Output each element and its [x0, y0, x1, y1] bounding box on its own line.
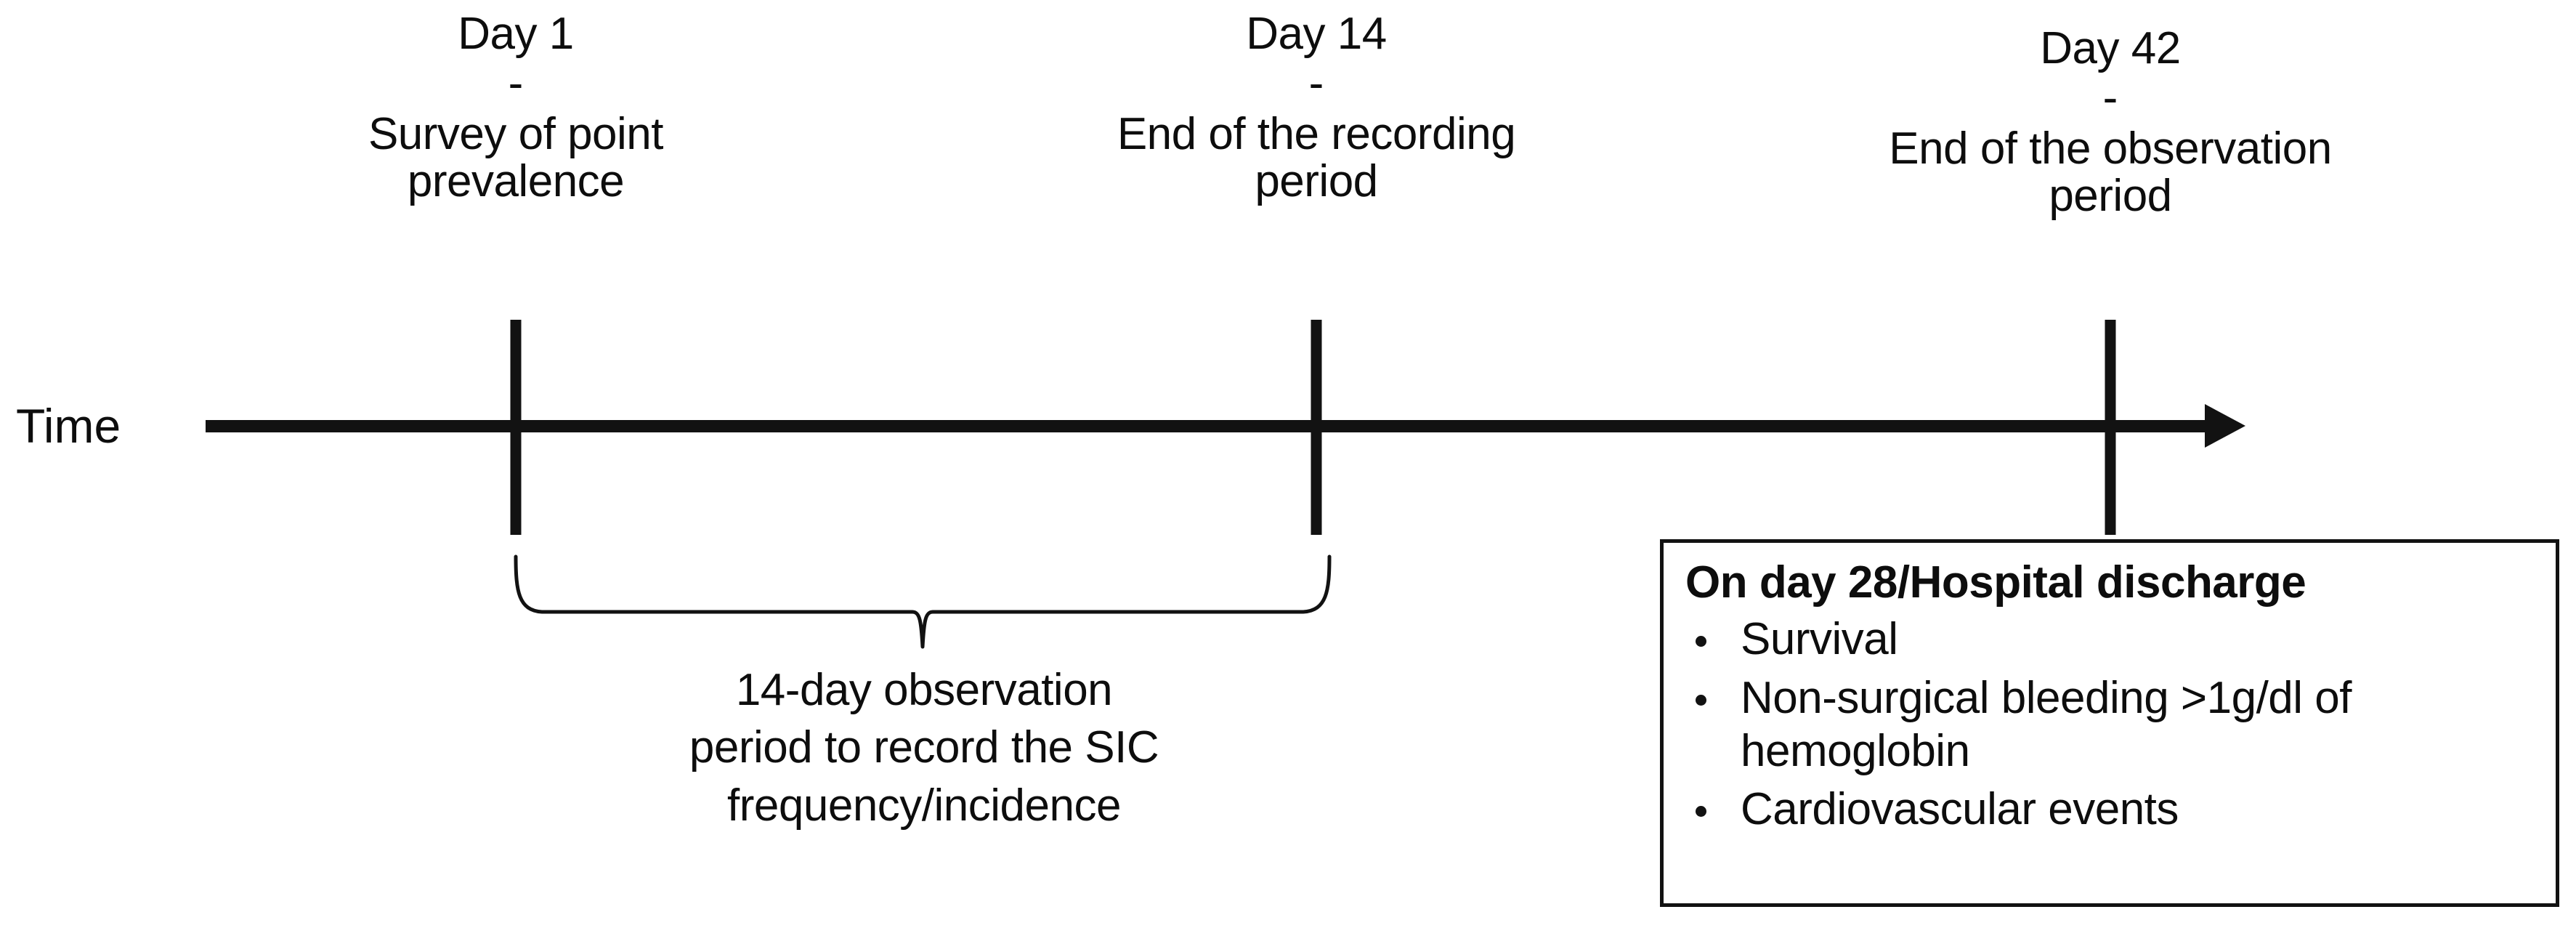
milestone-day-1: Day 1 - Survey of point prevalence [312, 10, 719, 206]
milestone-day-42-separator: - [2102, 72, 2118, 123]
observation-period-brace [514, 554, 1332, 649]
outcomes-list-item-cardiovascular-label: Cardiovascular events [1741, 784, 2179, 835]
tick-day-1 [510, 320, 522, 535]
outcomes-list: Survival Non-surgical bleeding >1g/dl of… [1685, 613, 2537, 836]
milestone-day-1-day: Day 1 [458, 9, 574, 59]
milestone-day-1-description-line-1: Survey of point [368, 108, 664, 159]
outcomes-box: On day 28/Hospital discharge Survival No… [1660, 539, 2559, 907]
milestone-day-14: Day 14 - End of the recording period [1048, 10, 1585, 206]
observation-period-caption-line-2: period to record the SIC [689, 722, 1159, 773]
milestone-day-42-description-line-2: period [2049, 171, 2172, 222]
milestone-day-1-description-line-2: prevalence [407, 156, 625, 207]
outcomes-box-title: On day 28/Hospital discharge [1685, 557, 2306, 608]
milestone-day-42-day: Day 42 [2040, 23, 2181, 73]
milestone-day-14-separator: - [1308, 57, 1324, 108]
milestone-day-14-description-line-1: End of the recording [1117, 108, 1516, 159]
milestone-day-42: Day 42 - End of the observation period [1805, 25, 2415, 220]
bullet-icon [1696, 636, 1706, 647]
observation-period-caption: 14-day observation period to record the … [561, 661, 1287, 834]
outcomes-list-item-bleeding: Non-surgical bleeding >1g/dl of hemoglob… [1685, 672, 2537, 778]
milestone-day-14-description-line-2: period [1255, 156, 1378, 207]
outcomes-list-item-bleeding-label: Non-surgical bleeding >1g/dl of hemoglob… [1741, 672, 2352, 776]
time-axis-line [206, 420, 2208, 432]
milestone-day-42-description-line-1: End of the observation [1889, 123, 2332, 174]
outcomes-list-item-survival: Survival [1685, 613, 2537, 666]
observation-period-caption-line-3: frequency/incidence [727, 780, 1121, 831]
outcomes-list-item-survival-label: Survival [1741, 614, 1898, 665]
bullet-icon [1696, 694, 1706, 706]
tick-day-42 [2105, 320, 2116, 535]
bullet-icon [1696, 806, 1706, 818]
time-axis-arrowhead-icon [2205, 404, 2245, 448]
observation-period-caption-line-1: 14-day observation [735, 665, 1113, 715]
milestone-day-1-separator: - [508, 57, 524, 108]
outcomes-list-item-cardiovascular: Cardiovascular events [1685, 783, 2537, 836]
tick-day-14 [1311, 320, 1322, 535]
time-axis-label: Time [16, 399, 121, 453]
milestone-day-14-day: Day 14 [1246, 9, 1387, 59]
